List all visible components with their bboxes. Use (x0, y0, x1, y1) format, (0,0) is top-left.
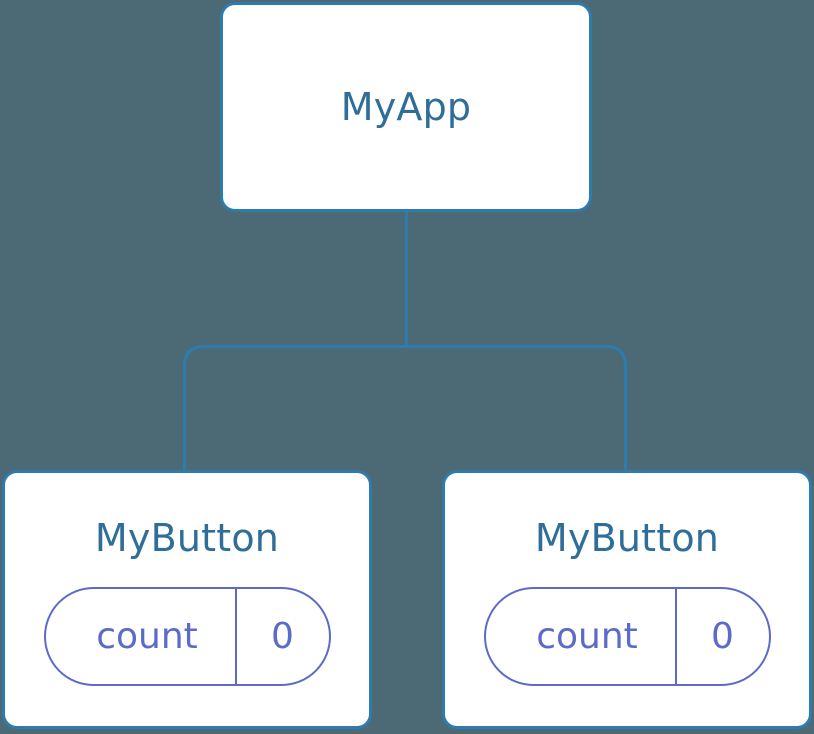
state-pill-left-key: count (96, 615, 198, 657)
edge-root-to-left-child (183, 345, 407, 472)
state-pill-right-value: 0 (674, 589, 769, 684)
node-mybutton-right[interactable]: MyButton count 0 (442, 470, 812, 729)
state-pill-left[interactable]: count 0 (43, 587, 331, 686)
node-myapp[interactable]: MyApp (220, 2, 592, 212)
node-mybutton-right-label: MyButton (534, 516, 720, 560)
edge-root-to-right-child (406, 345, 627, 472)
node-mybutton-left[interactable]: MyButton count 0 (2, 470, 372, 729)
node-myapp-label: MyApp (340, 85, 472, 129)
state-pill-left-value: 0 (234, 589, 329, 684)
state-pill-right[interactable]: count 0 (483, 587, 771, 686)
node-mybutton-left-label: MyButton (94, 516, 280, 560)
state-pill-right-key: count (536, 615, 638, 657)
